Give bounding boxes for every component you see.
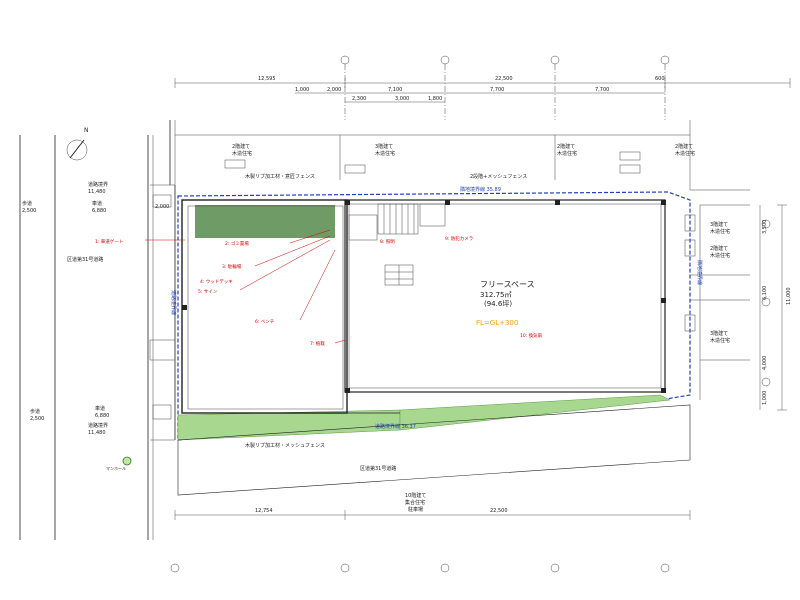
dim-right-1: 3,500	[762, 220, 768, 234]
dim-row3-1: 2,300	[352, 96, 366, 102]
fence-top-left: 木製リブ加工材・意匠フェンス	[245, 173, 315, 180]
annotation-4: 4: ウッドデッキ	[200, 278, 233, 285]
walk-top-w: 2,500	[22, 208, 36, 214]
neighbor-top-1-l2: 木造住宅	[232, 150, 252, 157]
bottom-area: 10階建て 集合住宅 駐車場 12,754 22,500	[170, 404, 691, 573]
dim-row2-4: 7,700	[490, 87, 504, 93]
neighbor-right-1-l2: 木造住宅	[710, 228, 730, 235]
annotation-8: 8: 照明	[380, 239, 395, 245]
boundary-left-label: 道路境界線	[170, 290, 177, 315]
boundary-right-label: 隣地境界線	[696, 260, 703, 285]
annotation-3: 3: 駐輪場	[222, 263, 242, 270]
neighbor-bottom-l1: 10階建て	[405, 492, 426, 499]
annotation-2: 2: ゴミ置場	[225, 240, 249, 247]
annotation-10: 10: 換気扇	[520, 332, 543, 339]
road-bottom: 車道	[95, 405, 105, 412]
dim-right-2: 6,100	[762, 286, 768, 300]
manhole: マンホール	[106, 456, 132, 471]
annotation-7: 7: 植栽	[310, 340, 325, 347]
manhole-label: マンホール	[106, 466, 126, 471]
north-label: N	[84, 127, 89, 134]
dim-row2-3: 7,100	[388, 87, 402, 93]
dim-row3-2: 3,000	[395, 96, 409, 102]
neighbor-right-2-l1: 2階建て	[710, 245, 728, 252]
road-label: 区道第31号道路	[67, 256, 103, 263]
top-dimensions: 12,595 22,500 600 1,000 2,000 7,100 7,70…	[174, 76, 791, 103]
neighbor-right-3-l1: 3階建て	[710, 330, 728, 337]
neighbor-right-3-l2: 木造住宅	[710, 337, 730, 344]
dim-right-total: 11,000	[786, 288, 792, 306]
dim-row3-3: 1,800	[428, 96, 442, 102]
grid-markers	[340, 55, 771, 387]
site-boundary	[177, 191, 691, 441]
neighbor-top-2-l2: 木造住宅	[375, 150, 395, 157]
road-bottom-w: 6,880	[95, 413, 109, 419]
planting	[177, 205, 671, 441]
dim-top-3: 600	[655, 76, 665, 82]
neighbors-top: 2階建て 木造住宅 3階建て 木造住宅 2階建て 木造住宅 2階建て 木造住宅	[169, 120, 695, 190]
annotations: 1: 車道ゲート 2: ゴミ置場 3: 駐輪場 4: ウッドデッキ 5: サイン…	[95, 229, 543, 347]
walk-top: 歩道	[22, 200, 32, 207]
dim-bottom-2: 22,500	[490, 508, 508, 514]
dim-row2-1: 1,000	[295, 87, 309, 93]
annotation-5: 5: サイン	[198, 289, 218, 295]
building	[181, 199, 666, 414]
walk-bottom: 歩道	[30, 408, 40, 415]
neighbor-top-3-l1: 2階建て	[557, 143, 575, 150]
road-boundary-top: 道路境界	[88, 181, 108, 188]
room-area-tsubo: (94.6坪)	[484, 300, 512, 308]
room-area: 312.75㎡	[480, 291, 512, 299]
neighbor-bottom-l3: 駐車場	[408, 506, 423, 513]
fence-bottom: 木製リブ加工材・メッシュフェンス	[245, 442, 325, 449]
dim-top-1: 12,595	[258, 76, 276, 82]
boundary-bottom-label: 道路境界線 36.37	[375, 423, 416, 430]
north-arrow: N	[66, 127, 89, 161]
neighbor-top-2-l1: 3階建て	[375, 143, 393, 150]
dim-right-3: 4,000	[762, 356, 768, 370]
neighbor-bottom-l2: 集合住宅	[405, 499, 425, 506]
right-dimensions: 11,000 3,500 6,100 4,000 1,000	[759, 204, 792, 411]
neighbor-top-4-l1: 2階建て	[675, 143, 693, 150]
dim-right-4: 1,000	[762, 391, 768, 405]
neighbor-top-3-l2: 木造住宅	[557, 150, 577, 157]
road-top-w: 6,880	[92, 208, 106, 214]
boundary-top-label: 隣地境界線 35.89	[460, 186, 501, 193]
dim-bottom-1: 12,754	[255, 508, 273, 514]
dim-top-2: 22,500	[495, 76, 513, 82]
walk-bottom-w: 2,500	[30, 416, 44, 422]
neighbor-top-4-l2: 木造住宅	[675, 150, 695, 157]
neighbors-right: 3階建て 木造住宅 2階建て 木造住宅 3階建て 木造住宅	[684, 189, 750, 400]
floor-level: FL=GL+300	[476, 319, 518, 327]
annotation-1: 1: 車道ゲート	[95, 238, 123, 245]
road-width-bottom: 11,480	[88, 430, 106, 436]
dim-row2-2: 2,000	[327, 87, 341, 93]
annotation-6: 6: ベンチ	[255, 319, 275, 325]
neighbor-right-2-l2: 木造住宅	[710, 252, 730, 259]
neighbor-top-1-l1: 2階建て	[232, 143, 250, 150]
annotation-9: 9: 防犯カメラ	[445, 235, 473, 242]
road-boundary-bottom: 道路境界	[88, 422, 108, 429]
road-width-top: 11,480	[88, 189, 106, 195]
road-top: 車道	[92, 200, 102, 207]
left-road: 歩道 2,500 車道 6,880 道路境界 11,480 区道第31号道路 歩…	[19, 135, 176, 540]
room-name: フリースペース	[480, 280, 535, 289]
road-name-bottom: 区道第31号道路	[360, 465, 396, 472]
fence-top-right: 2段階+メッシュフェンス	[470, 173, 527, 180]
neighbor-right-1-l1: 3階建て	[710, 221, 728, 228]
dim-row2-5: 7,700	[595, 87, 609, 93]
